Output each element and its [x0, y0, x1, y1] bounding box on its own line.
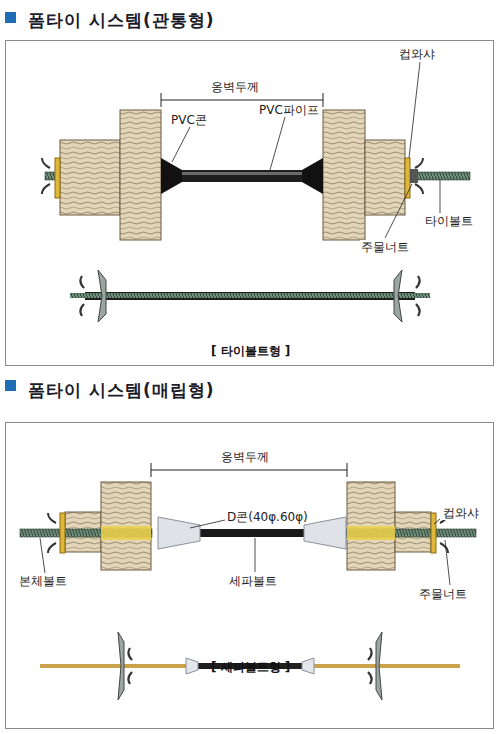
part-name: 주물너트: [418, 587, 468, 601]
part-name: 타이볼트: [424, 214, 474, 228]
section-heading: 폼타이 시스템(매립형): [28, 379, 214, 402]
part-name: PVC콘: [170, 113, 208, 127]
part-name: 주물너트: [360, 240, 410, 254]
figure-caption: [ 세파볼트형 ]: [211, 659, 290, 676]
part-name: 컵와샤: [442, 506, 480, 520]
part-name: 본체볼트: [18, 574, 68, 588]
part-name: 세파볼트: [228, 574, 278, 588]
part-name: PVC파이프: [258, 103, 320, 117]
through-type-section: [42, 62, 470, 322]
section-heading: 폼타이 시스템(관통형): [28, 9, 214, 32]
embedded-type-section: [20, 463, 476, 700]
dimension-label: 옹벽두께: [220, 450, 270, 464]
figure-caption: [ 타이볼트형 ]: [211, 343, 290, 360]
part-name: D콘(40φ.60φ): [226, 510, 309, 524]
part-name: 컵와샤: [398, 47, 436, 61]
bullet: [5, 380, 16, 391]
dimension-label: 옹벽두께: [210, 80, 260, 94]
bullet: [5, 12, 16, 23]
